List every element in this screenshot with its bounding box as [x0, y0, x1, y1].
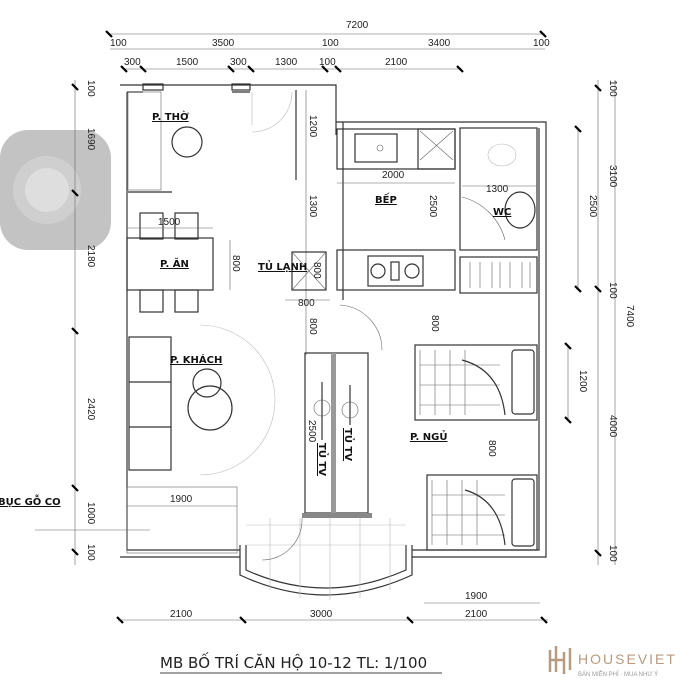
dimensions-bottom: 2100 3000 2100 1900 — [116, 591, 548, 624]
dim-label: 2500 — [587, 195, 598, 218]
floating-touch-button[interactable] — [0, 130, 111, 250]
logo-tagline: BÁN MIỄN PHÍ · MUA NHƯ Ý — [578, 671, 658, 678]
room-label-an: P. ĂN — [160, 257, 189, 270]
dimensions-top: 7200 100 3500 100 3400 100 300 1500 300 … — [105, 20, 550, 73]
living-room: P. KHÁCH — [128, 324, 276, 476]
dim-label: 2100 — [170, 609, 193, 620]
dim-label: 1690 — [85, 128, 96, 151]
dim-label: 2420 — [85, 398, 96, 421]
room-label-tu-tv: TỦ TV — [316, 443, 330, 476]
room-label-tu-lanh: TỦ LẠNH — [258, 259, 307, 273]
dim-label: 100 — [607, 80, 618, 97]
dim-label: 800 — [298, 298, 315, 309]
dim-label: 3000 — [310, 609, 333, 620]
room-label-tu-tv: TỦ TV — [342, 428, 356, 461]
room-label-khach: P. KHÁCH — [170, 353, 222, 366]
drawing-title: MB BỐ TRÍ CĂN HỘ 10-12 TL: 1/100 — [160, 651, 427, 672]
dim-label: 1500 — [158, 217, 181, 228]
dim-label: 800 — [311, 262, 322, 279]
dim-label: 1200 — [307, 115, 318, 138]
dim-total-height: 7400 — [624, 305, 635, 328]
dim-label: 1900 — [170, 494, 193, 505]
dim-label: 2100 — [465, 609, 488, 620]
dim-total-width: 7200 — [346, 20, 369, 31]
dimensions-left: 100 1690 2180 2420 1000 100 — [71, 80, 96, 565]
dim-label: 100 — [322, 38, 339, 49]
room-label-ngu: P. NGỦ — [410, 429, 447, 443]
bedroom: P. NGỦ 800 800 — [410, 315, 538, 551]
dim-label: 800 — [486, 440, 497, 457]
room-label-wc: WC — [493, 207, 511, 218]
dim-label: 100 — [319, 57, 336, 68]
dim-label: 800 — [429, 315, 440, 332]
dim-label: 2500 — [427, 195, 438, 218]
dim-label: 100 — [607, 545, 618, 562]
dim-label: 100 — [85, 80, 96, 97]
logo-name: HOUSEVIET — [578, 651, 677, 667]
dimensions-right: 2500 1200 100 3100 100 4000 100 7400 — [564, 80, 635, 565]
dim-label: 1300 — [275, 57, 298, 68]
dim-label: 2000 — [382, 170, 405, 181]
dim-label: 800 — [230, 255, 241, 272]
room-label-buc-go: BỤC GỖ CO — [0, 493, 61, 508]
dim-label: 100 — [607, 282, 618, 299]
dim-label: 800 — [307, 318, 318, 335]
balcony — [239, 517, 413, 600]
dim-label: 2500 — [306, 420, 317, 443]
dim-label: 1500 — [176, 57, 199, 68]
dining-room: 1500 800 P. ĂN — [126, 212, 241, 313]
room-label-bep: BẾP — [375, 191, 397, 206]
dim-label: 2100 — [385, 57, 408, 68]
dim-label: 1200 — [577, 370, 588, 393]
dim-label: 3100 — [607, 165, 618, 188]
dim-label: 300 — [124, 57, 141, 68]
room-label-tho: P. THỜ — [152, 110, 189, 123]
houseviet-logo: HOUSEVIET BÁN MIỄN PHÍ · MUA NHƯ Ý — [548, 646, 677, 678]
wooden-platform: 1900 BỤC GỖ CO — [0, 486, 238, 554]
dim-label: 1000 — [85, 502, 96, 525]
dim-label: 300 — [230, 57, 247, 68]
dim-label: 1300 — [307, 195, 318, 218]
entry-dimensions: 1200 1300 800 800 800 TỦ LẠNH — [258, 90, 383, 355]
dim-label: 3400 — [428, 38, 451, 49]
dim-label: 100 — [533, 38, 550, 49]
dim-label: 1300 — [486, 184, 509, 195]
dim-label: 100 — [85, 544, 96, 561]
kitchen: 2000 2500 BẾP — [336, 128, 456, 291]
dim-label: 3500 — [212, 38, 235, 49]
dim-label: 4000 — [607, 415, 618, 438]
dim-label: 1900 — [465, 591, 488, 602]
altar-room: P. THỜ — [127, 91, 203, 193]
dim-label: 100 — [110, 38, 127, 49]
wc: 1300 WC — [459, 127, 538, 294]
dim-label: 2180 — [85, 245, 96, 268]
tv-cabinets: 2500 TỦ TV TỦ TV — [302, 352, 372, 518]
